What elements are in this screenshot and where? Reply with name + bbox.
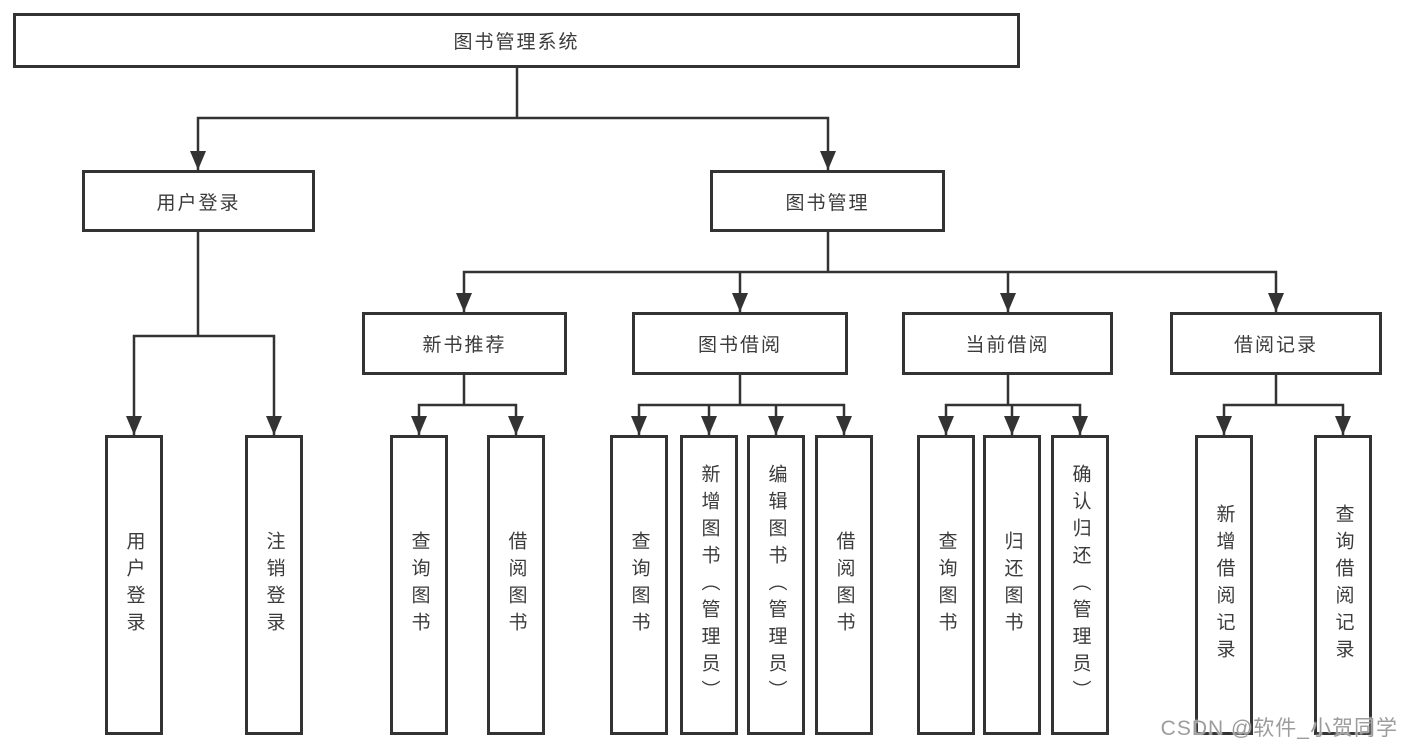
node-label: 借阅记录 bbox=[1233, 335, 1318, 356]
node-borrow-books-recommend: 借阅图书 bbox=[487, 435, 545, 735]
node-query-books-current: 查询图书 bbox=[917, 435, 975, 735]
node-borrowing-records: 借阅记录 bbox=[1170, 312, 1382, 375]
node-label: 查询借阅记录 bbox=[1332, 504, 1354, 666]
node-library-management-system: 图书管理系统 bbox=[13, 13, 1020, 68]
node-borrow-books-leaf: 借阅图书 bbox=[815, 435, 873, 735]
node-label: 用户登录 bbox=[156, 192, 241, 214]
csdn-watermark: CSDN @软件_小贺同学 bbox=[1160, 717, 1398, 740]
node-label: 借阅图书 bbox=[505, 531, 527, 639]
node-label: 归还图书 bbox=[1001, 531, 1023, 639]
node-user-login-leaf: 用户登录 bbox=[105, 435, 163, 735]
node-current-borrowing: 当前借阅 bbox=[902, 312, 1113, 375]
node-book-management: 图书管理 bbox=[710, 170, 945, 232]
node-confirm-return-admin: 确认归还（管理员） bbox=[1051, 435, 1109, 735]
node-label: 注销登录 bbox=[263, 531, 285, 639]
node-query-books-borrowing: 查询图书 bbox=[610, 435, 668, 735]
node-label: 新增借阅记录 bbox=[1213, 504, 1235, 666]
node-label: 编辑图书（管理员） bbox=[765, 463, 787, 707]
node-label: 查询图书 bbox=[935, 531, 957, 639]
node-label: 图书管理 bbox=[785, 192, 870, 214]
node-add-borrow-record: 新增借阅记录 bbox=[1195, 435, 1253, 735]
node-add-books-admin: 新增图书（管理员） bbox=[680, 435, 738, 735]
node-logout: 注销登录 bbox=[245, 435, 303, 735]
node-query-borrow-record: 查询借阅记录 bbox=[1314, 435, 1372, 735]
node-return-books: 归还图书 bbox=[983, 435, 1041, 735]
node-book-borrowing: 图书借阅 bbox=[632, 312, 848, 375]
node-label: 查询图书 bbox=[628, 531, 650, 639]
node-edit-books-admin: 编辑图书（管理员） bbox=[747, 435, 805, 735]
node-label: 用户登录 bbox=[123, 531, 145, 639]
node-label: 新书推荐 bbox=[422, 335, 507, 356]
node-label: 当前借阅 bbox=[965, 335, 1050, 356]
node-user-login: 用户登录 bbox=[82, 170, 315, 232]
node-label: 新增图书（管理员） bbox=[698, 463, 720, 707]
node-label: 确认归还（管理员） bbox=[1069, 463, 1091, 707]
node-label: 借阅图书 bbox=[833, 531, 855, 639]
node-label: 图书借阅 bbox=[697, 335, 782, 356]
node-query-books-recommend: 查询图书 bbox=[390, 435, 448, 735]
node-new-book-recommend: 新书推荐 bbox=[362, 312, 567, 375]
node-label: 图书管理系统 bbox=[453, 32, 580, 53]
node-label: 查询图书 bbox=[408, 531, 430, 639]
